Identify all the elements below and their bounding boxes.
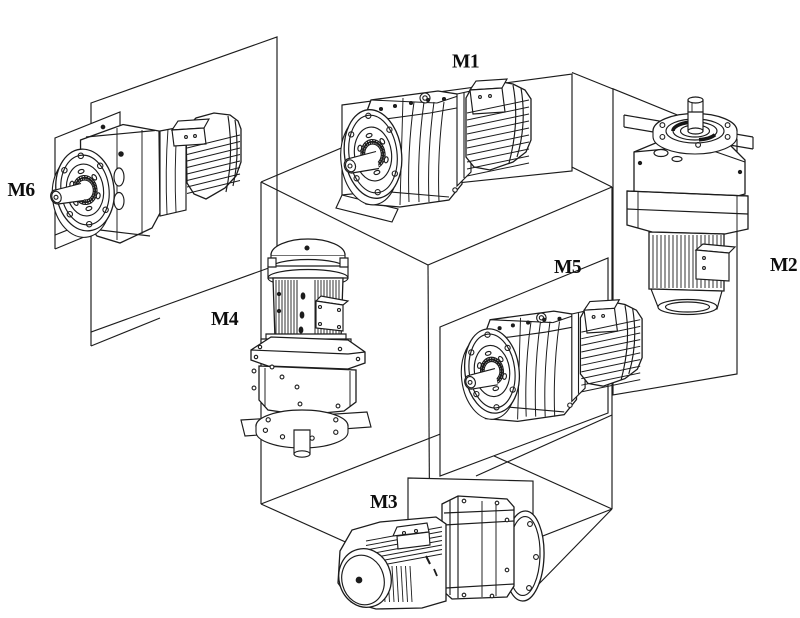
svg-text:M2: M2 bbox=[770, 255, 797, 276]
svg-text:M5: M5 bbox=[554, 257, 582, 278]
svg-text:M3: M3 bbox=[370, 492, 398, 513]
svg-text:M4: M4 bbox=[211, 309, 239, 330]
svg-text:M6: M6 bbox=[8, 180, 36, 201]
svg-text:M1: M1 bbox=[452, 52, 479, 73]
